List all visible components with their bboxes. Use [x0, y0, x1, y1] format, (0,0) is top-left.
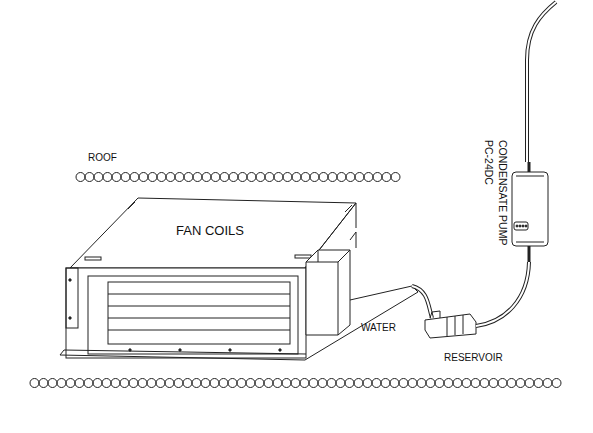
pump-label: CONDENSATE PUMP [496, 140, 508, 245]
model-label: PC-24DC [482, 140, 494, 185]
reservoir-label: RESERVOIR [444, 352, 503, 363]
condensate-pump-body [512, 162, 548, 262]
roof-line [76, 173, 400, 182]
roof-label: ROOF [88, 152, 117, 163]
water-label: WATER [361, 322, 396, 333]
floor-line [30, 379, 561, 388]
reservoir-body [425, 311, 476, 338]
unit-label: FAN COILS [176, 224, 244, 238]
fan-coil-unit [60, 198, 432, 360]
